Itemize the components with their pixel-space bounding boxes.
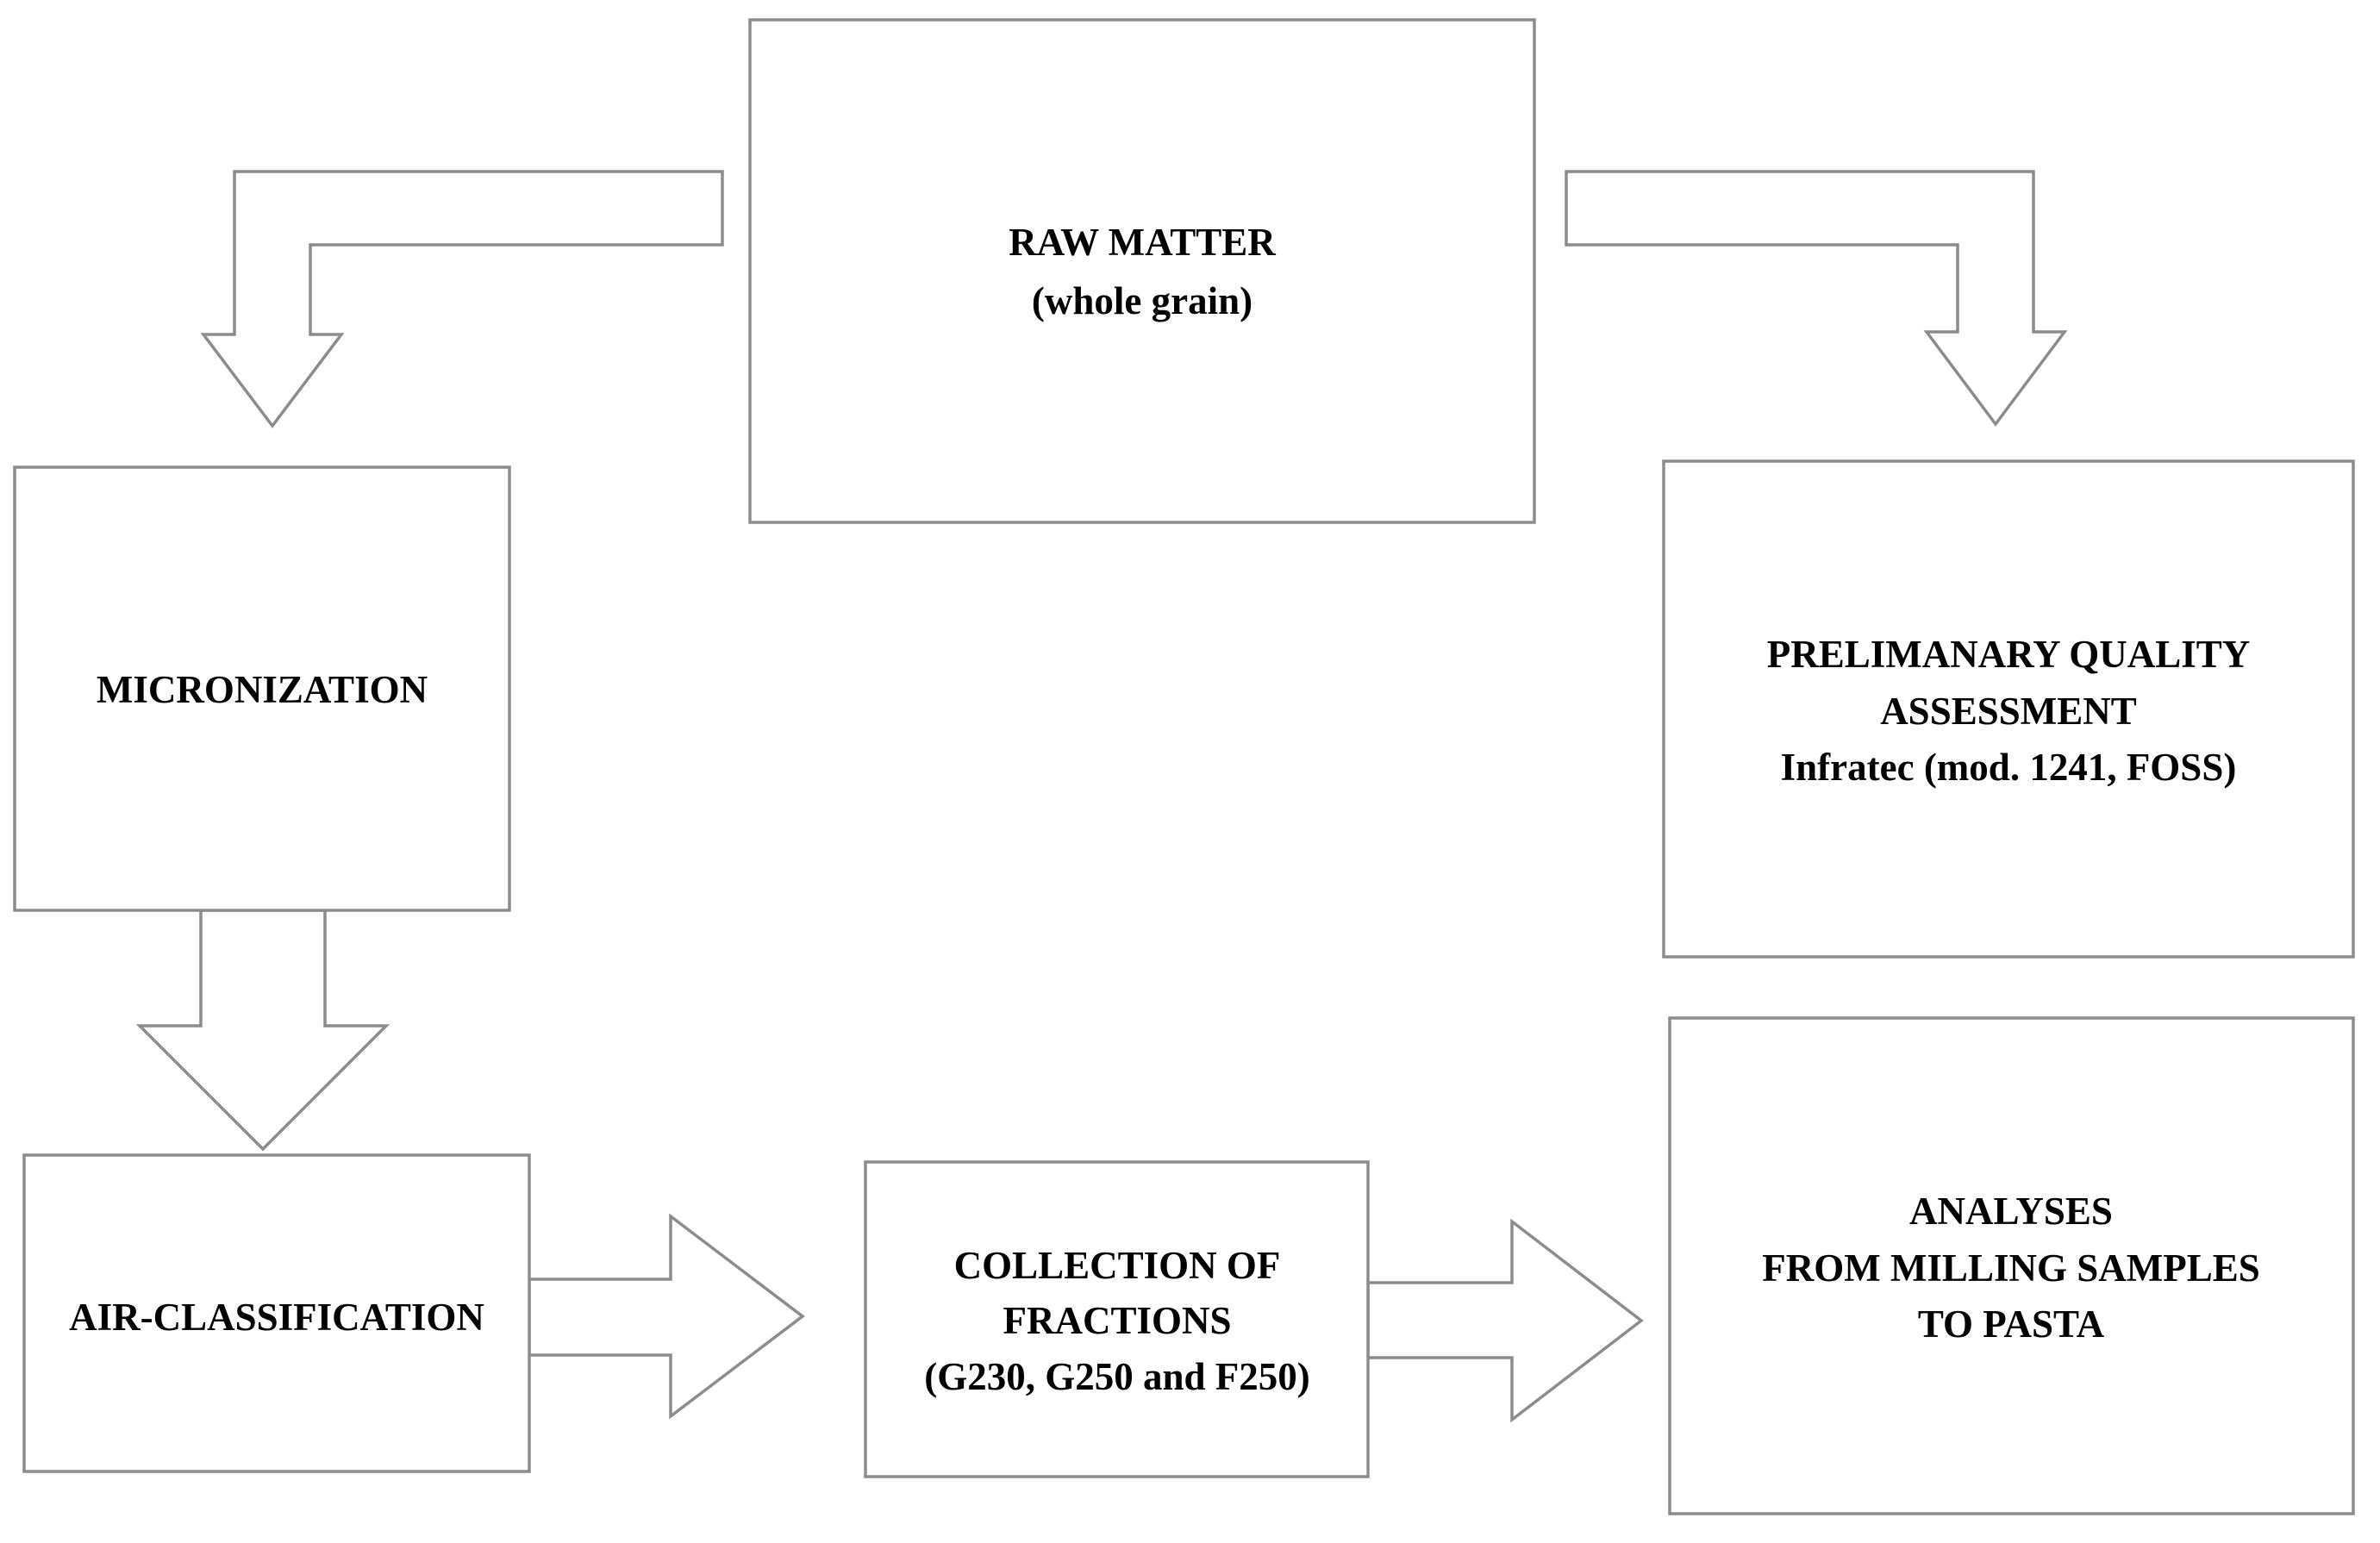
arrow-raw-to-preliminary-quality: [1565, 170, 2068, 427]
node-air-classification: AIR-CLASSIFICATION: [22, 1153, 531, 1473]
node-raw-matter: RAW MATTER (whole grain): [748, 18, 1536, 524]
node-label-line: COLLECTION OF: [954, 1244, 1281, 1287]
node-collection-of-fractions: COLLECTION OF FRACTIONS (G230, G250 and …: [864, 1160, 1370, 1478]
arrow-collection-to-analyses: [1366, 1218, 1644, 1423]
arrow-raw-to-micronization: [200, 170, 724, 428]
node-label-line: (whole grain): [1032, 279, 1252, 322]
node-analyses: ANALYSES FROM MILLING SAMPLES TO PASTA: [1668, 1016, 2355, 1515]
node-preliminary-quality: PRELIMANARY QUALITY ASSESSMENT Infratec …: [1662, 459, 2355, 959]
node-label-line: FROM MILLING SAMPLES: [1762, 1246, 2260, 1290]
node-label-line: FRACTIONS: [1003, 1299, 1231, 1342]
node-label-line: PRELIMANARY QUALITY: [1767, 633, 2251, 676]
node-micronization: MICRONIZATION: [13, 465, 511, 912]
arrow-micronization-to-air-classification: [135, 909, 390, 1152]
node-label-line: Infratec (mod. 1241, FOSS): [1781, 746, 2237, 789]
node-label-line: TO PASTA: [1918, 1302, 2105, 1346]
node-label-line: ASSESSMENT: [1880, 690, 2137, 733]
node-label-line: RAW MATTER: [1009, 221, 1276, 264]
node-label-line: ANALYSES: [1909, 1190, 2113, 1233]
node-label-line: MICRONIZATION: [97, 668, 428, 711]
arrow-air-classification-to-collection: [528, 1213, 805, 1420]
node-label-line: AIR-CLASSIFICATION: [69, 1296, 484, 1339]
node-label-line: (G230, G250 and F250): [924, 1355, 1310, 1398]
